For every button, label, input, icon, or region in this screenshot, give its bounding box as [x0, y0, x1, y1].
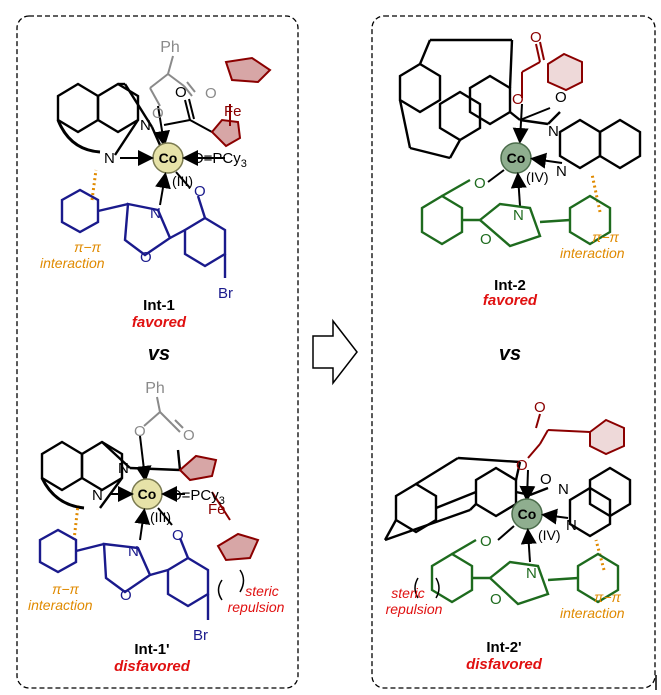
- int-2-o-carbonyl: O: [530, 29, 542, 46]
- int-2prime-pipi: π−π: [594, 589, 622, 605]
- int-1prime-n-quin: N: [92, 487, 103, 504]
- int-1prime-fe: Fe: [208, 501, 226, 518]
- left-vs: vs: [148, 343, 170, 365]
- int-1-structure: [56, 55, 272, 278]
- left-panel: [16, 15, 299, 689]
- int-1-ligand: O=PCy3: [192, 150, 247, 170]
- int-1prime-interaction: interaction: [28, 597, 93, 613]
- int-1prime-pipi: π−π: [52, 581, 80, 597]
- int-1prime-o-ox: O: [120, 587, 132, 604]
- int-2-o-amide: O: [555, 89, 567, 106]
- int-2prime-o-carbonyl: O: [534, 399, 546, 416]
- int-2-ox-state: (IV): [526, 169, 549, 185]
- int-2prime-o-ox: O: [490, 591, 502, 608]
- int-1prime-o-phen: O: [172, 527, 184, 544]
- int-2prime-n-amide: N: [558, 481, 569, 498]
- int-1-status: favored: [132, 314, 187, 331]
- int-1-ph: Ph: [160, 39, 180, 56]
- int-1prime-repulsion: repulsion: [228, 599, 285, 615]
- int-2-n-amide: N: [548, 123, 559, 140]
- int-1prime-status: disfavored: [114, 658, 191, 675]
- int-1-n-quin: N: [104, 150, 115, 167]
- int-2prime-o-ester: O: [516, 457, 528, 474]
- int-2prime-repulsion: repulsion: [386, 601, 443, 617]
- int-2-structure: [398, 38, 642, 248]
- int-1-o-amide: O: [175, 84, 187, 101]
- int-1-o-phen: O: [194, 183, 206, 200]
- int-2prime-o-phen: O: [480, 533, 492, 550]
- int-1prime-co: Co: [138, 486, 157, 502]
- int-2-interaction: interaction: [560, 245, 625, 261]
- int-2prime-interaction: interaction: [560, 605, 625, 621]
- int-1prime-name: Int-1': [134, 641, 169, 658]
- int-2-n-quin: N: [556, 163, 567, 180]
- int-2prime-status: disfavored: [466, 656, 543, 673]
- int-1prime-ox-state: (III): [150, 509, 171, 525]
- int-2-status: favored: [483, 292, 538, 309]
- int-1prime-o-ester: O: [134, 423, 146, 440]
- int-2prime-n-quin: N: [566, 517, 577, 534]
- int-1-co: Co: [159, 150, 178, 166]
- int-2prime-o-amide: O: [540, 471, 552, 488]
- int-1prime-steric: steric: [245, 583, 278, 599]
- int-2-o-ester: O: [512, 91, 524, 108]
- int-2prime-steric: steric: [391, 585, 424, 601]
- int-2-pipi: π−π: [592, 229, 620, 245]
- int-2-name: Int-2: [494, 277, 526, 294]
- int-1-n-ox: N: [150, 205, 161, 222]
- int-1-name: Int-1: [143, 297, 175, 314]
- int-1prime-structure: [38, 396, 260, 620]
- int-1prime-n-amide: N: [118, 460, 129, 477]
- int-2-co: Co: [507, 150, 526, 166]
- right-vs: vs: [499, 343, 521, 365]
- int-1-ox-state: (III): [172, 173, 193, 189]
- int-1prime-n-ox: N: [128, 543, 139, 560]
- int-1-pipi: π−π: [74, 239, 102, 255]
- int-2-o-ox: O: [480, 231, 492, 248]
- int-1-fe: Fe: [224, 103, 242, 120]
- int-1prime-ligand: O=PCy3: [170, 487, 225, 507]
- int-2prime-ox-state: (IV): [538, 527, 561, 543]
- int-2prime-structure: [383, 413, 632, 606]
- int-1-n-amide: N: [140, 117, 151, 134]
- int-1-o-ox: O: [140, 249, 152, 266]
- int-2prime-name: Int-2': [486, 639, 521, 656]
- int-2-o-phen: O: [474, 175, 486, 192]
- int-1-o-carbonyl: O: [205, 85, 217, 102]
- int-2prime-co: Co: [518, 506, 537, 522]
- int-1prime-br: Br: [193, 627, 208, 644]
- int-1-o-ester: O: [152, 105, 164, 122]
- int-1prime-ph: Ph: [145, 380, 165, 397]
- int-2-n-ox: N: [513, 207, 524, 224]
- transition-arrow: [312, 318, 358, 386]
- int-1prime-o-carbonyl: O: [183, 427, 195, 444]
- int-1-interaction: interaction: [40, 255, 105, 271]
- int-1-br: Br: [218, 285, 233, 302]
- int-2prime-n-ox: N: [526, 565, 537, 582]
- right-panel: [371, 15, 656, 689]
